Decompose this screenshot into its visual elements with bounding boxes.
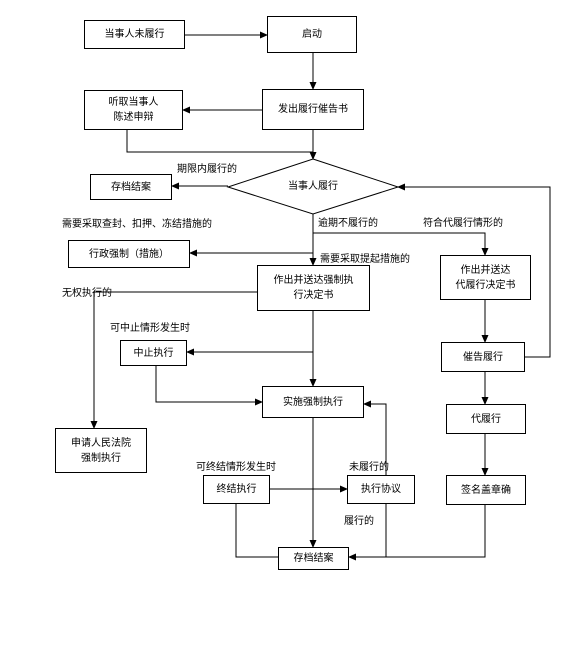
node-label-line2: 陈述申辩	[113, 112, 154, 123]
arrow-suspend-to-implement	[155, 366, 263, 406]
node-label: 执行协议	[361, 484, 401, 495]
node-enforcement-decision: 作出并送达强制执 行决定书	[257, 265, 370, 311]
node-label: 实施强制执行	[283, 396, 343, 408]
decision-diamond-party-performs	[226, 158, 400, 215]
node-label-line1: 作出并送达强制执	[273, 275, 354, 286]
node-label-line1: 听取当事人	[108, 97, 159, 108]
node-start: 启动	[267, 16, 357, 53]
node-label: 签名盖章确	[461, 484, 511, 496]
label-substitute-cond: 符合代履行情形的	[423, 218, 503, 229]
node-urge-performance: 催告履行	[441, 342, 525, 372]
node-label-line2: 强制执行	[81, 452, 121, 464]
node-label: 存档结案	[293, 553, 334, 564]
node-apply-court: 申请人民法院 强制执行	[55, 428, 147, 473]
node-label: 中止执行	[133, 347, 174, 359]
label-terminate-cond: 可终结情形发生时	[196, 462, 276, 473]
label-need-enforcement: 需要采取提起措施的	[320, 254, 410, 265]
arrow-agreement-to-implement	[363, 400, 387, 475]
label-performed-in-time: 期限内履行的	[177, 164, 237, 175]
node-label: 终结执行	[216, 484, 257, 495]
node-label: 存档结案	[111, 181, 151, 193]
node-party-performs-label: 当事人履行	[288, 181, 338, 192]
node-issue-notice: 发出履行催告书	[262, 89, 364, 130]
node-label-line1: 申请人民法院	[71, 437, 131, 449]
node-party-not-performed: 当事人未履行	[84, 20, 185, 49]
node-suspend: 中止执行	[120, 340, 187, 366]
node-label: 催告履行	[463, 351, 503, 363]
arrow-agreement-to-archive	[349, 504, 387, 558]
node-label: 当事人未履行	[104, 29, 165, 40]
label-no-authority: 无权执行的	[62, 288, 112, 299]
label-not-performed: 未履行的	[349, 462, 389, 473]
arrow-to-substitute-decision	[313, 232, 489, 256]
node-label-line2: 行决定书	[293, 290, 334, 301]
arrow-urge-back-to-diamond	[397, 183, 551, 358]
node-admin-enforcement: 行政强制（措施）	[68, 240, 190, 268]
node-label: 发出履行催告书	[278, 104, 348, 115]
label-seal-seize-freeze: 需要采取查封、扣押、冻结措施的	[62, 219, 212, 230]
arrow-terminate-to-archive	[235, 504, 278, 558]
node-label: 代履行	[471, 413, 501, 425]
node-label: 启动	[302, 29, 322, 40]
arrow-to-apply-court	[90, 291, 257, 429]
node-substitute-decision: 作出并送达 代履行决定书	[440, 255, 531, 300]
node-exec-agreement: 执行协议	[347, 475, 415, 504]
node-archive-close-top: 存档结案	[90, 174, 172, 200]
node-hear-statement: 听取当事人 陈述申辩	[84, 90, 183, 130]
node-label: 行政强制（措施）	[89, 248, 169, 260]
node-sign-seal: 签名盖章确	[446, 475, 526, 505]
node-label-line2: 代履行决定书	[455, 279, 516, 291]
label-overdue: 逾期不履行的	[318, 218, 378, 229]
arrow-hear-to-main	[126, 130, 313, 153]
node-archive-close-bottom: 存档结案	[278, 547, 349, 570]
node-terminate: 终结执行	[203, 475, 270, 504]
label-performed: 履行的	[344, 516, 374, 527]
arrow-sign-to-archive	[348, 505, 486, 561]
node-label-line1: 作出并送达	[460, 264, 511, 276]
node-implement: 实施强制执行	[262, 386, 364, 418]
label-suspend-cond: 可中止情形发生时	[110, 323, 190, 334]
node-substitute-perform: 代履行	[446, 404, 526, 434]
